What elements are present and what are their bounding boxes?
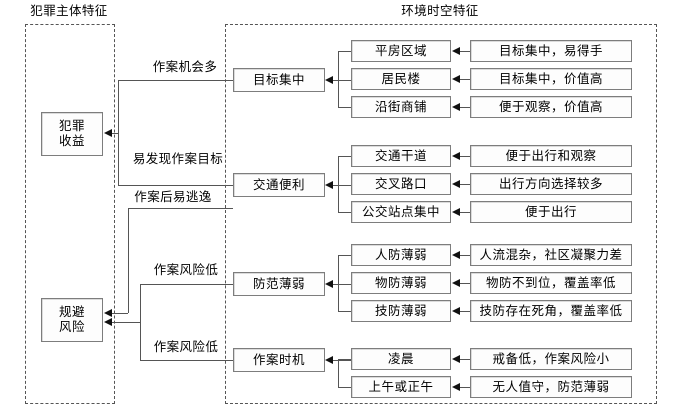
box-item-name[interactable]: 交叉路口	[351, 173, 451, 195]
arrow-head-reason-to-item	[452, 278, 460, 287]
connector-reason-to-item	[459, 255, 470, 256]
box-item-reason[interactable]: 出行方向选择较多	[470, 173, 632, 195]
connector-reason-to-item	[459, 156, 470, 157]
connector-item-to-bracket	[338, 212, 351, 213]
connector-group0-to-profit	[118, 80, 233, 81]
arrow-head-reason-to-item	[452, 46, 460, 55]
box-item-reason[interactable]: 无人值守，防范薄弱	[470, 376, 632, 398]
connector-item-to-bracket	[338, 156, 351, 157]
box-item-name[interactable]: 物防薄弱	[351, 272, 451, 294]
box-avoid-risk-line1: 规避	[58, 305, 85, 319]
box-item-reason[interactable]: 物防不到位，覆盖率低	[470, 272, 632, 294]
edge-label-opportunity: 作案机会多	[152, 60, 218, 74]
arrow-head-group-1	[325, 180, 333, 189]
connector-reason-to-item	[459, 387, 470, 388]
connector-bracket-to-group	[333, 360, 351, 361]
connector-spine-to-avoid-risk	[112, 322, 140, 323]
box-item-name[interactable]: 人防薄弱	[351, 244, 451, 266]
spine-avoid-risk	[140, 284, 141, 360]
arrow-head-group-2	[325, 279, 333, 288]
box-item-reason[interactable]: 目标集中，易得手	[470, 40, 632, 62]
connector-reason-to-item	[459, 79, 470, 80]
connector-spine-to-profit	[112, 133, 118, 134]
panel-title-right: 环境时空特征	[401, 4, 479, 18]
box-item-name[interactable]: 凌晨	[351, 348, 451, 370]
edge-label-easy-escape: 作案后易逃逸	[134, 190, 212, 204]
box-avoid-risk-line2: 风险	[58, 320, 85, 334]
connector-bracket-to-group	[333, 284, 351, 285]
panel-environment-features	[225, 24, 657, 404]
arrow-head-reason-to-item	[452, 250, 460, 259]
arrow-head-avoid-risk	[104, 317, 112, 326]
bracket-spine-group-1	[338, 156, 339, 212]
box-criminal-profit[interactable]: 犯罪 收益	[41, 112, 103, 156]
bracket-spine-group-3	[338, 359, 339, 387]
connector-group3-to-avoid-risk	[140, 360, 233, 361]
arrow-head-reason-to-item	[452, 354, 460, 363]
box-item-name[interactable]: 交通干道	[351, 145, 451, 167]
connector-bracket-to-group	[333, 185, 351, 186]
arrow-head-reason-to-item	[452, 306, 460, 315]
box-item-reason[interactable]: 人流混杂，社区凝聚力差	[470, 244, 632, 266]
connector-reason-to-item	[459, 311, 470, 312]
connector-group2-to-avoid-risk	[140, 284, 233, 285]
connector-item-to-bracket	[338, 387, 351, 388]
box-criminal-profit-line1: 犯罪	[58, 119, 85, 133]
panel-subject-features	[25, 24, 115, 404]
connector-escape-top	[128, 208, 233, 209]
edge-label-low-risk-1: 作案风险低	[153, 263, 219, 277]
arrow-head-avoid-risk-escape	[104, 308, 112, 317]
box-item-name[interactable]: 平房区域	[351, 40, 451, 62]
arrow-head-reason-to-item	[452, 74, 460, 83]
arrow-head-profit	[104, 128, 112, 137]
connector-item-to-bracket	[338, 311, 351, 312]
connector-reason-to-item	[459, 107, 470, 108]
box-item-reason[interactable]: 戒备低，作案风险小	[470, 348, 632, 370]
arrow-head-reason-to-item	[452, 102, 460, 111]
edge-label-low-risk-2: 作案风险低	[153, 340, 219, 354]
box-item-reason[interactable]: 目标集中，价值高	[470, 68, 632, 90]
spine-profit	[118, 80, 119, 185]
connector-bracket-to-group	[333, 80, 351, 81]
box-group-traffic-convenience[interactable]: 交通便利	[233, 173, 325, 197]
box-item-reason[interactable]: 便于出行	[470, 201, 632, 223]
connector-item-to-bracket	[338, 255, 351, 256]
spine-escape	[128, 208, 129, 313]
arrow-head-reason-to-item	[452, 207, 460, 216]
box-group-target-concentration[interactable]: 目标集中	[233, 68, 325, 92]
bracket-spine-group-2	[338, 255, 339, 311]
arrow-head-reason-to-item	[452, 151, 460, 160]
box-avoid-risk[interactable]: 规避 风险	[41, 298, 103, 342]
connector-item-to-bracket	[338, 107, 351, 108]
panel-title-left: 犯罪主体特征	[30, 4, 108, 18]
box-item-name[interactable]: 公交站点集中	[351, 201, 451, 223]
box-item-reason[interactable]: 技防存在死角，覆盖率低	[470, 300, 632, 322]
connector-group1-to-profit	[118, 185, 233, 186]
connector-item-to-bracket	[338, 359, 351, 360]
box-item-reason[interactable]: 便于出行和观察	[470, 145, 632, 167]
connector-reason-to-item	[459, 184, 470, 185]
box-item-name[interactable]: 上午或正午	[351, 376, 451, 398]
arrow-head-group-0	[325, 75, 333, 84]
box-item-name[interactable]: 居民楼	[351, 68, 451, 90]
bracket-spine-group-0	[338, 51, 339, 107]
arrow-head-group-3	[325, 355, 333, 364]
connector-reason-to-item	[459, 212, 470, 213]
connector-item-to-bracket	[338, 51, 351, 52]
connector-reason-to-item	[459, 51, 470, 52]
box-item-name[interactable]: 技防薄弱	[351, 300, 451, 322]
box-group-crime-timing[interactable]: 作案时机	[233, 348, 325, 372]
connector-reason-to-item	[459, 283, 470, 284]
box-item-name[interactable]: 沿街商铺	[351, 96, 451, 118]
box-item-reason[interactable]: 便于观察，价值高	[470, 96, 632, 118]
box-criminal-profit-line2: 收益	[58, 134, 85, 148]
arrow-head-reason-to-item	[452, 382, 460, 391]
connector-reason-to-item	[459, 359, 470, 360]
arrow-head-reason-to-item	[452, 179, 460, 188]
edge-label-easy-target: 易发现作案目标	[132, 152, 224, 166]
box-group-weak-prevention[interactable]: 防范薄弱	[233, 272, 325, 296]
connector-escape-to-avoid-risk	[112, 313, 128, 314]
